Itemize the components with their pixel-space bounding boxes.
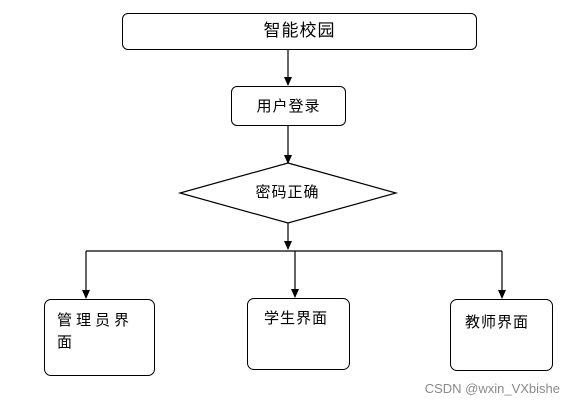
admin-interface-label: 管理员界面 [57,311,134,351]
student-interface-node: 学生界面 [247,298,350,370]
decision-node-label: 密码正确 [255,182,320,201]
student-interface-label: 学生界面 [264,309,329,327]
watermark: CSDN @wxin_VXbishe [424,381,560,396]
teacher-interface-label: 教师界面 [465,313,530,331]
title-node-label: 智能校园 [263,21,336,41]
decision-node: 密码正确 [180,174,395,208]
teacher-interface-node: 教师界面 [450,299,553,371]
login-node: 用户登录 [231,86,346,126]
admin-interface-node: 管理员界面 [44,299,155,376]
title-node: 智能校园 [122,13,477,50]
login-node-label: 用户登录 [256,96,321,115]
